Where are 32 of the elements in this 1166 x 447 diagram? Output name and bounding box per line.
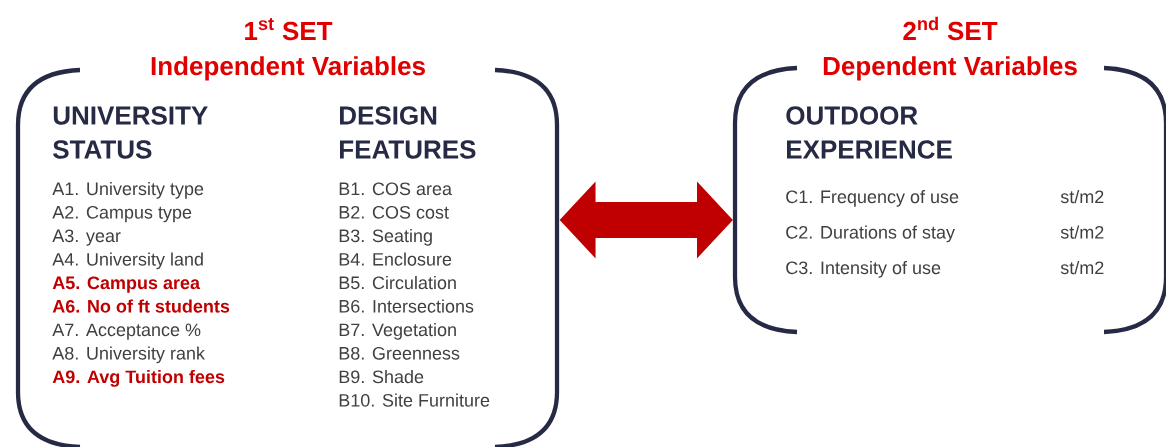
list-item: B2. COS cost [339, 205, 449, 219]
column-heading: OUTDOOR EXPERIENCE [786, 106, 952, 159]
unit-label: st/m2 [1060, 225, 1104, 239]
list-item: B9. Shade [339, 369, 424, 384]
column-heading: DESIGN FEATURES [340, 106, 476, 159]
list-item: B8. Greenness [339, 346, 460, 360]
list-item: A9. Avg Tuition fees [52, 369, 225, 387]
list-item: A3. year [52, 229, 121, 246]
list-item: B4. Enclosure [339, 252, 452, 266]
list-item: B7. Vegetation [339, 322, 456, 340]
list-item: A6. No of ft students [52, 299, 230, 313]
list-item: B5. Circulation [339, 275, 456, 290]
list-item: A1. University type [52, 181, 204, 199]
list-item: C3. Intensity of use [786, 260, 941, 278]
unit-label: st/m2 [1060, 189, 1104, 204]
list-item: A8. University rank [52, 346, 205, 364]
list-item: B10. Site Furniture [339, 393, 490, 407]
list-item: A5. Campus area [52, 276, 201, 293]
set-heading: Dependent Variables [823, 56, 1077, 81]
list-item: B6. Intersections [339, 299, 474, 313]
set-heading: 2$^{nd}$ SET [903, 16, 998, 41]
set-heading: 1$^{st}$ SET [245, 18, 333, 41]
list-item: B3. Seating [339, 228, 432, 246]
set-heading: Independent Variables [151, 56, 425, 81]
list-item: C1. Frequency of use [786, 190, 959, 207]
list-item: A4. University land [52, 252, 203, 270]
column-heading: UNIVERSITY STATUS [53, 106, 208, 159]
list-item: B1. COS area [339, 182, 452, 196]
list-item: A7. Acceptance % [52, 323, 201, 340]
list-item: C2. Durations of stay [786, 225, 955, 243]
unit-label: st/m2 [1060, 260, 1104, 275]
list-item: A2. Campus type [52, 205, 192, 223]
